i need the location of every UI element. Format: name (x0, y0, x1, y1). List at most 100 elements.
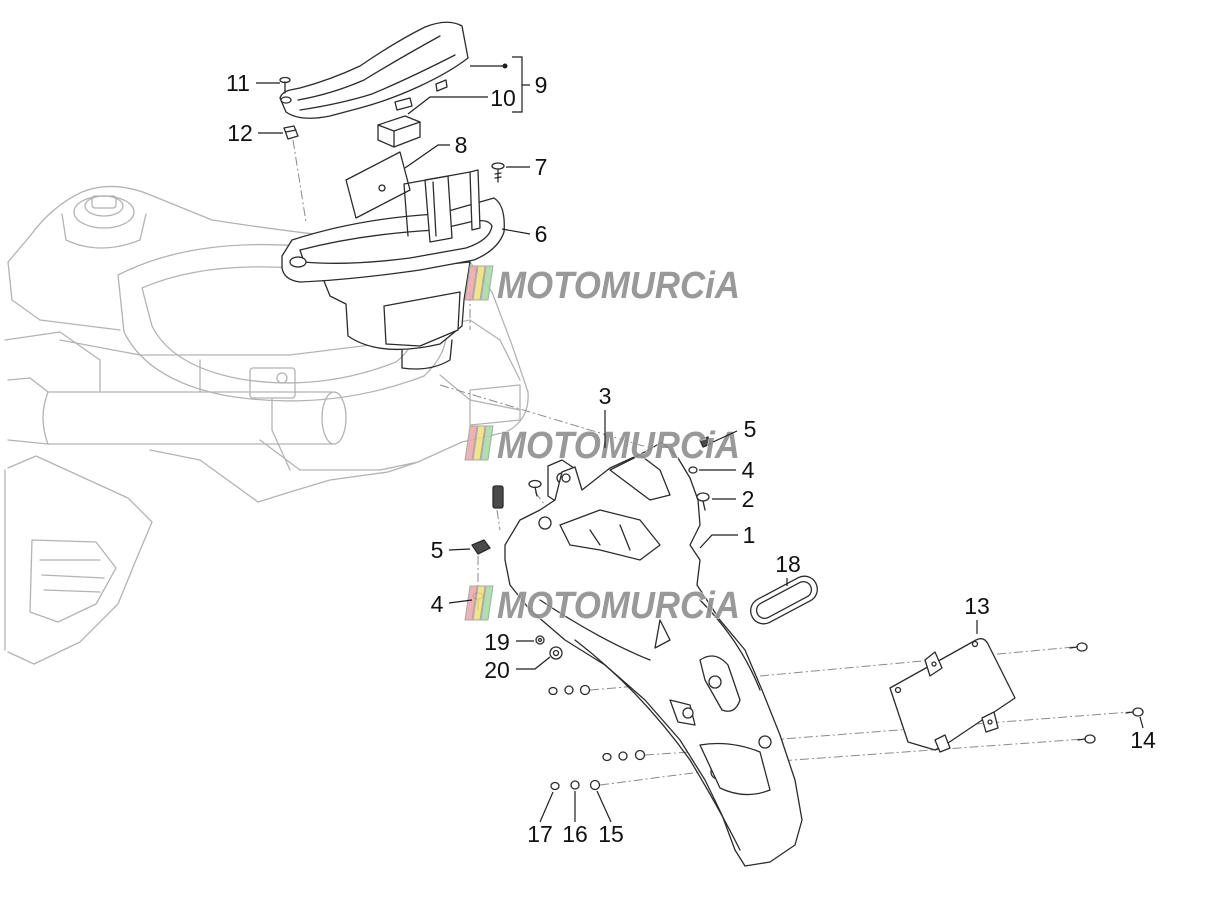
callout-11: 11 (226, 70, 250, 96)
frame-body-outline (7, 185, 529, 503)
washer-hole (537, 637, 543, 643)
plate-holder-hole-3 (931, 661, 937, 667)
frame-lower-left-panel (7, 455, 153, 665)
fuel-tank-rim (73, 195, 135, 229)
washer (618, 751, 628, 761)
callout-2: 2 (742, 486, 755, 512)
callout-13: 13 (964, 593, 990, 619)
screw-head (1076, 642, 1088, 652)
callout-19: 19 (484, 629, 510, 655)
frame-tube-end (321, 391, 347, 445)
callout-17: 17 (527, 821, 553, 847)
screw-shank (1069, 646, 1078, 649)
washer (564, 685, 574, 695)
part-foam-block-10 (377, 115, 421, 148)
callout-4-upper: 4 (742, 457, 755, 483)
part-washer-20 (549, 646, 563, 660)
leader-1 (699, 534, 738, 549)
watermark-flag-logo (464, 585, 494, 621)
fender-lower-bar (699, 742, 771, 796)
label-sheet (345, 151, 411, 219)
washer-hole (552, 649, 560, 657)
watermark-flag-logo (464, 425, 494, 461)
foam-block-edges (377, 121, 421, 148)
centerline-clip-3 (496, 509, 501, 531)
box-bottom (401, 339, 453, 370)
fender-ribs (589, 524, 631, 551)
part-screw-4-bracket (528, 479, 542, 497)
frame-mount-cable (271, 397, 291, 471)
leader-8 (404, 144, 450, 169)
nut-washer-row-3 (550, 779, 601, 791)
centerline-clip-to-box (292, 139, 307, 223)
fender-hole-3 (708, 675, 722, 689)
cover-contour-lines (297, 35, 456, 111)
callout-leader-lines (256, 56, 1144, 823)
leader-5-upper (712, 430, 738, 443)
callout-3: 3 (599, 383, 612, 409)
leader-4-lower (448, 599, 473, 604)
screw-head (491, 162, 505, 170)
fender-rear-mount (609, 454, 671, 501)
frame-right-bracket (469, 384, 521, 426)
part-reflector-18 (750, 575, 818, 625)
box-front-panel (383, 291, 461, 347)
fender-tray (559, 509, 661, 561)
callout-labels: 11 12 9 10 8 7 6 3 5 4 2 1 18 5 4 19 20 … (226, 70, 1156, 847)
nut-washer-row-2 (602, 749, 646, 762)
leader-10 (407, 96, 488, 115)
fender-hole-5 (758, 735, 772, 749)
callout-14: 14 (1130, 727, 1156, 753)
plate-holder-hole-2 (894, 686, 902, 694)
watermark-text: MOTOMURCiA (497, 265, 740, 307)
callout-8: 8 (455, 132, 468, 158)
callout-5-upper: 5 (744, 416, 757, 442)
part-clip-12 (283, 125, 299, 140)
screw-head (1084, 734, 1096, 744)
fender-hole-2 (561, 473, 571, 483)
screw-shank (1125, 711, 1134, 714)
centerline-nut-row-1 (589, 679, 711, 691)
nut-washer-row-1 (548, 684, 591, 696)
callout-20: 20 (484, 657, 510, 683)
callout-7: 7 (535, 154, 548, 180)
frame-crossbar (59, 339, 411, 356)
label-dot (378, 184, 386, 192)
screw-shank (702, 500, 706, 511)
fender-contours (539, 599, 761, 851)
callout-12: 12 (227, 120, 253, 146)
plate-holder-hole-1 (971, 640, 979, 648)
centerline-nut-row-2 (644, 749, 721, 756)
fuel-cap-top (91, 195, 117, 209)
part-screw-4-upper (688, 466, 698, 474)
part-license-plate-holder-13 (889, 638, 1016, 753)
part-screws-14 (1069, 642, 1144, 744)
nut (602, 752, 612, 762)
screw-head (688, 466, 698, 474)
frame-tube-supports (99, 359, 201, 393)
centerline-nut-row-3 (599, 769, 717, 786)
part-clip-5-upper (492, 485, 504, 509)
box-flange-hole (289, 256, 307, 268)
cover-tab-2 (435, 79, 448, 92)
clip-detail (285, 129, 297, 133)
clip-body (283, 125, 299, 140)
part-cover-assembly (279, 21, 469, 119)
watermark-top: MOTOMURCiA (464, 264, 741, 308)
clip-body (699, 436, 712, 448)
part-clip-5-lower (471, 539, 491, 555)
reflector-lens (755, 581, 813, 619)
plate-holder-tab-3 (934, 734, 951, 753)
watermark-text: MOTOMURCiA (497, 585, 740, 627)
fuel-cap (84, 195, 124, 217)
callout-4-lower: 4 (431, 591, 444, 617)
fender-hole-4 (682, 707, 694, 719)
screw-shank (1077, 738, 1086, 741)
centerline-frame-to-fender (439, 384, 651, 449)
watermark-text: MOTOMURCiA (497, 425, 740, 467)
box-divider-line (432, 181, 437, 237)
centerline-plate-upper (759, 646, 1075, 677)
cover-tab-1 (394, 97, 413, 111)
callout-9: 9 (535, 72, 548, 98)
callout-16: 16 (562, 821, 588, 847)
